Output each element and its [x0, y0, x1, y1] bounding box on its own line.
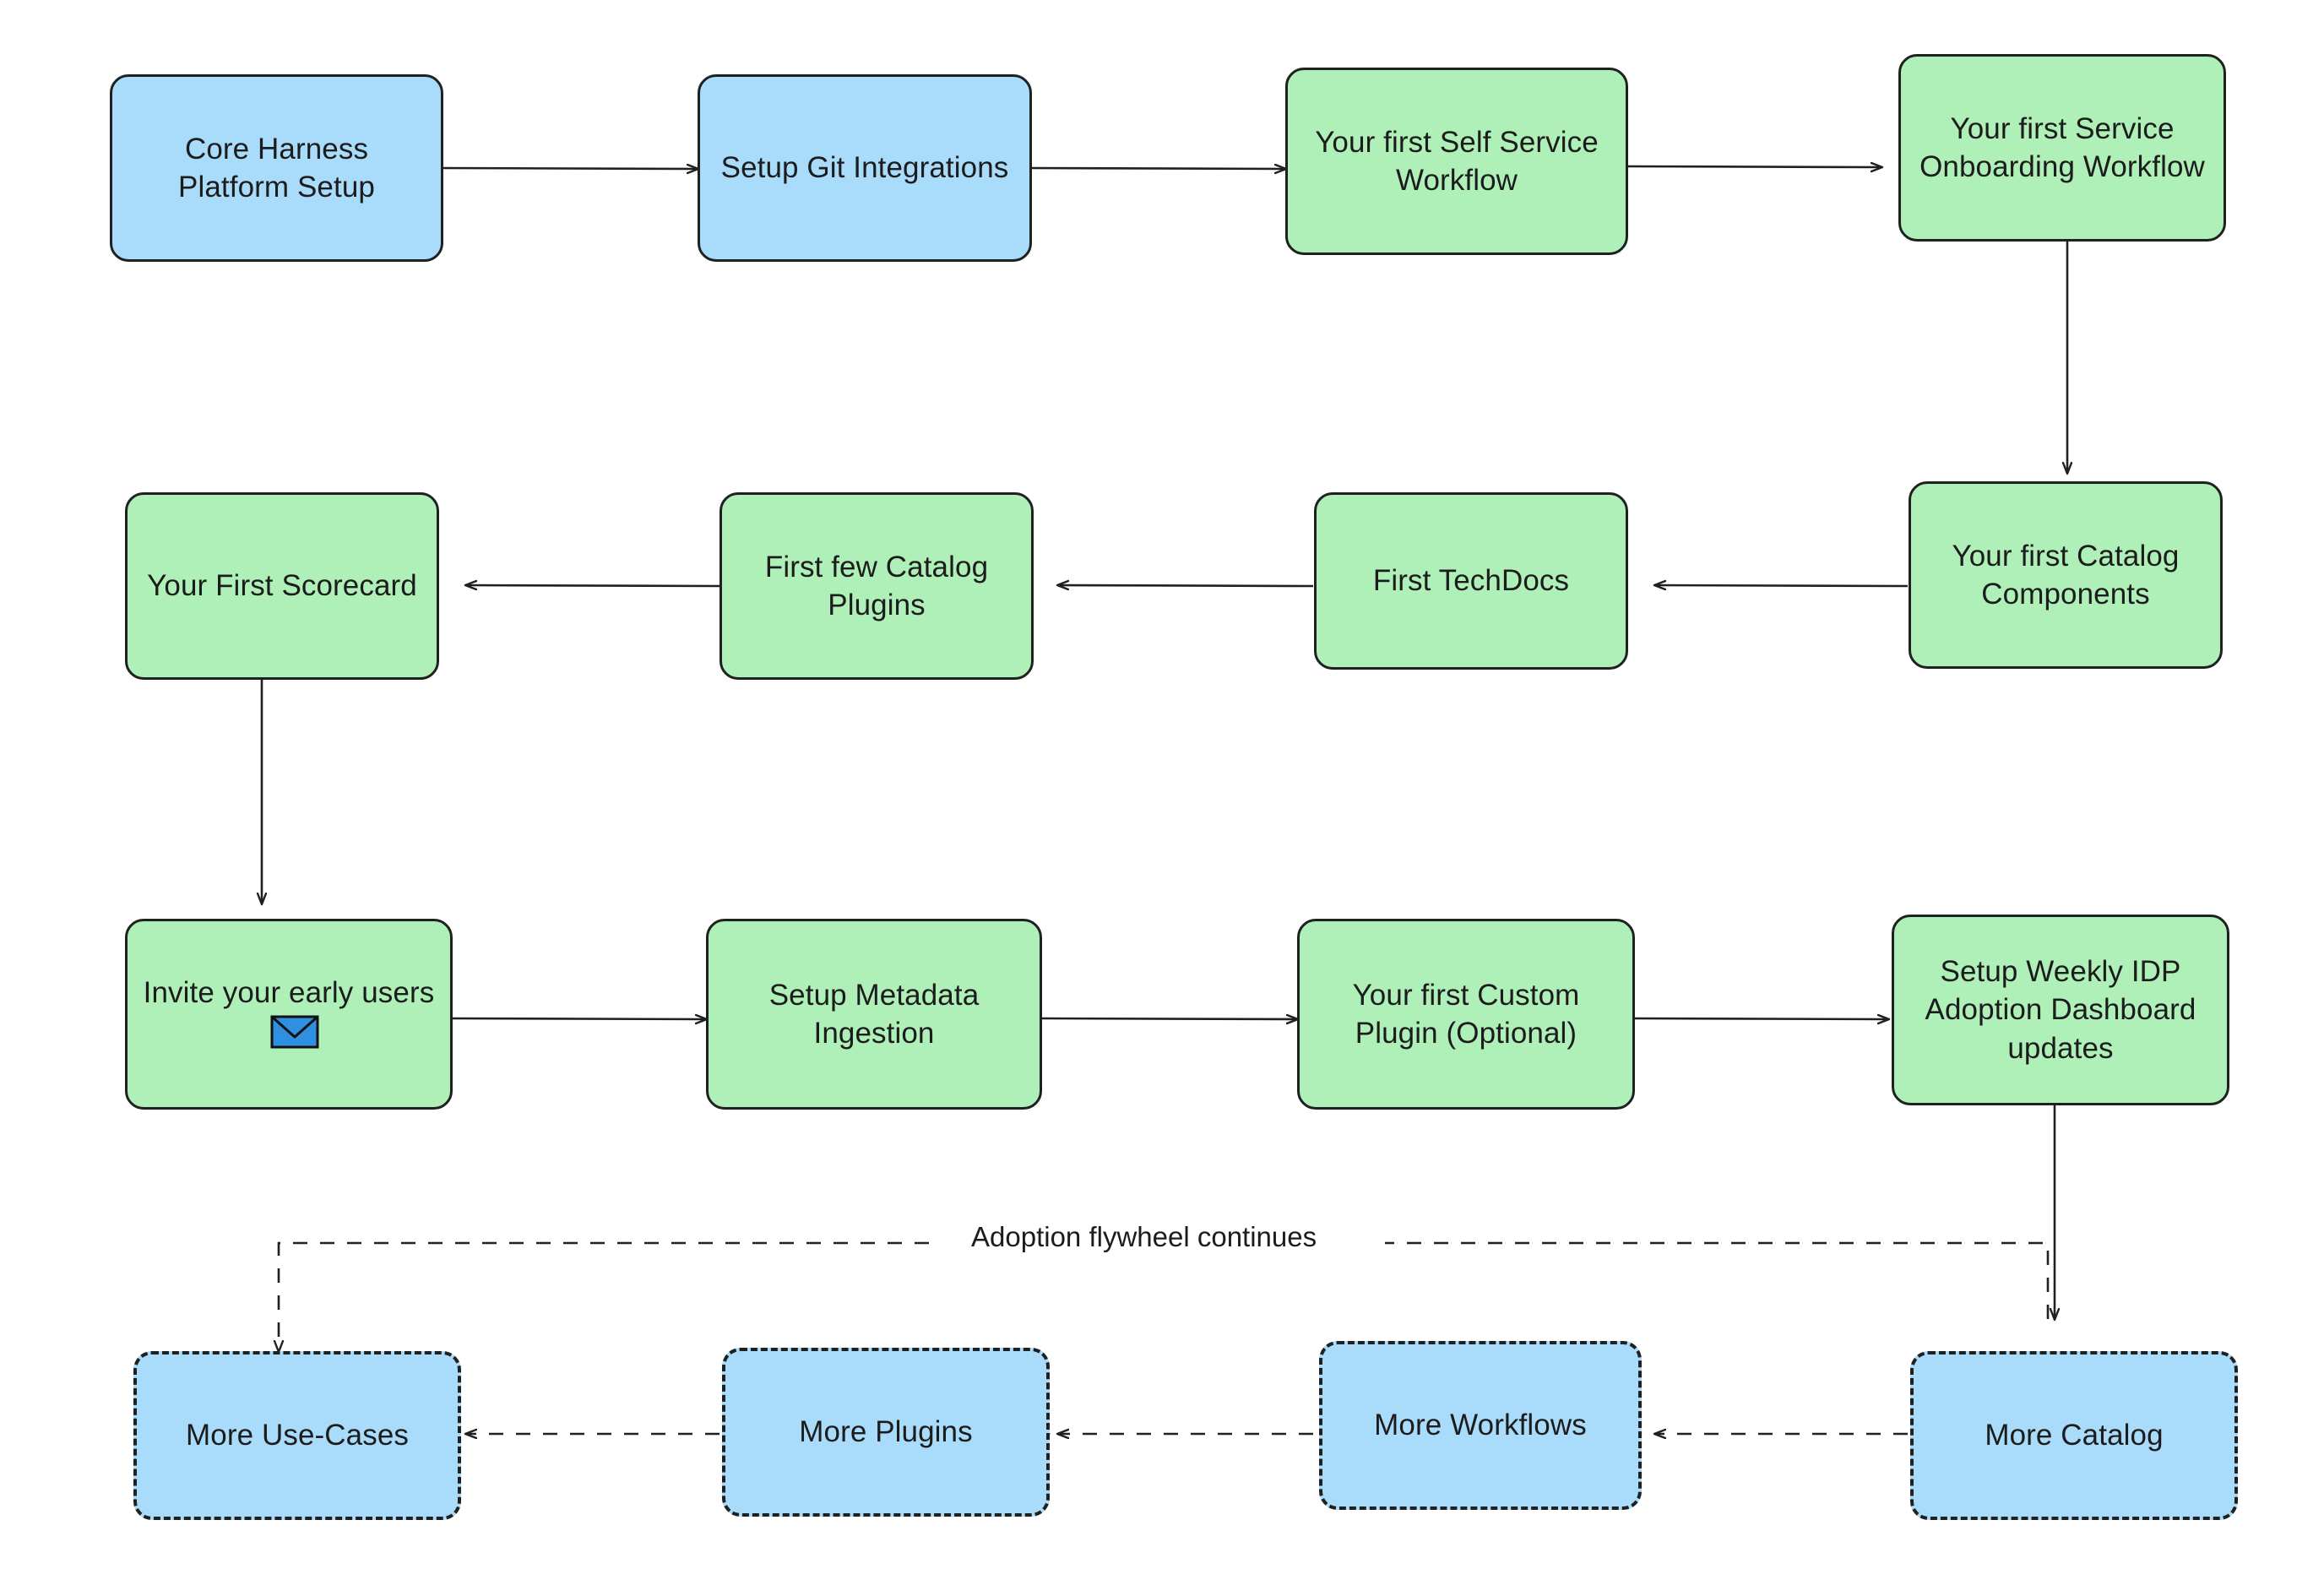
edge-invite-to-metadata — [452, 1018, 706, 1019]
node-label: More Workflows — [1374, 1409, 1587, 1442]
node-first-custom-plugin[interactable]: Your first Custom Plugin (Optional) — [1297, 919, 1635, 1110]
node-label: Your first Service Onboarding Workflow — [1919, 111, 2205, 184]
edge-core-to-git — [443, 168, 698, 169]
node-setup-metadata-ingestion[interactable]: Setup Metadata Ingestion — [706, 919, 1042, 1110]
node-label: Setup Git Integrations — [720, 151, 1009, 185]
node-label-text: Invite your early users — [143, 975, 435, 1009]
node-more-catalog[interactable]: More Catalog — [1910, 1351, 2238, 1520]
node-first-catalog-components[interactable]: Your first Catalog Components — [1909, 481, 2223, 669]
node-label: Setup Metadata Ingestion — [768, 978, 980, 1050]
mail-icon — [270, 1015, 319, 1059]
node-label: Setup Weekly IDP Adoption Dashboard upda… — [1925, 954, 2196, 1065]
node-first-techdocs[interactable]: First TechDocs — [1314, 492, 1628, 670]
edge-catalogplugins-to-scorecard — [466, 585, 720, 586]
node-label: First TechDocs — [1372, 564, 1570, 598]
edge-git-to-selfservice — [1031, 168, 1285, 169]
edge-techdocs-to-catalogplugins — [1058, 585, 1314, 586]
node-label: Invite your early users — [143, 974, 435, 1056]
edge-customplugin-to-weeklydash — [1634, 1018, 1888, 1019]
node-setup-git-integrations[interactable]: Setup Git Integrations — [698, 74, 1032, 262]
node-first-scorecard[interactable]: Your First Scorecard — [125, 492, 439, 680]
node-setup-weekly-idp-dashboard[interactable]: Setup Weekly IDP Adoption Dashboard upda… — [1892, 915, 2229, 1105]
edge-flywheel-loop-right — [1385, 1241, 2050, 1319]
node-label: More Plugins — [799, 1415, 973, 1449]
node-label: Your First Scorecard — [147, 569, 417, 603]
node-label: Your first Self Service Workflow — [1315, 125, 1599, 198]
node-first-service-onboarding-workflow[interactable]: Your first Service Onboarding Workflow — [1898, 54, 2226, 242]
edge-catalogcomponents-to-techdocs — [1655, 585, 1909, 586]
node-label: Your first Catalog Components — [1952, 539, 2180, 611]
node-label: More Catalog — [1985, 1419, 2164, 1452]
edge-label-adoption-flywheel: Adoption flywheel continues — [961, 1219, 1328, 1255]
node-label: More Use-Cases — [186, 1419, 409, 1452]
node-more-plugins[interactable]: More Plugins — [722, 1348, 1050, 1517]
node-more-workflows[interactable]: More Workflows — [1319, 1341, 1642, 1510]
edge-metadata-to-customplugin — [1041, 1018, 1297, 1019]
node-core-harness-platform-setup[interactable]: Core Harness Platform Setup — [110, 74, 443, 262]
node-label: Core Harness Platform Setup — [178, 132, 375, 204]
edge-flywheel-loop-left — [279, 1241, 929, 1351]
node-label: First few Catalog Plugins — [764, 550, 989, 622]
node-invite-early-users[interactable]: Invite your early users — [125, 919, 453, 1110]
node-more-use-cases[interactable]: More Use-Cases — [133, 1351, 461, 1520]
node-first-self-service-workflow[interactable]: Your first Self Service Workflow — [1285, 68, 1628, 255]
node-first-few-catalog-plugins[interactable]: First few Catalog Plugins — [719, 492, 1034, 680]
edge-selfservice-to-onboarding — [1627, 166, 1881, 167]
node-label: Your first Custom Plugin (Optional) — [1352, 978, 1580, 1050]
